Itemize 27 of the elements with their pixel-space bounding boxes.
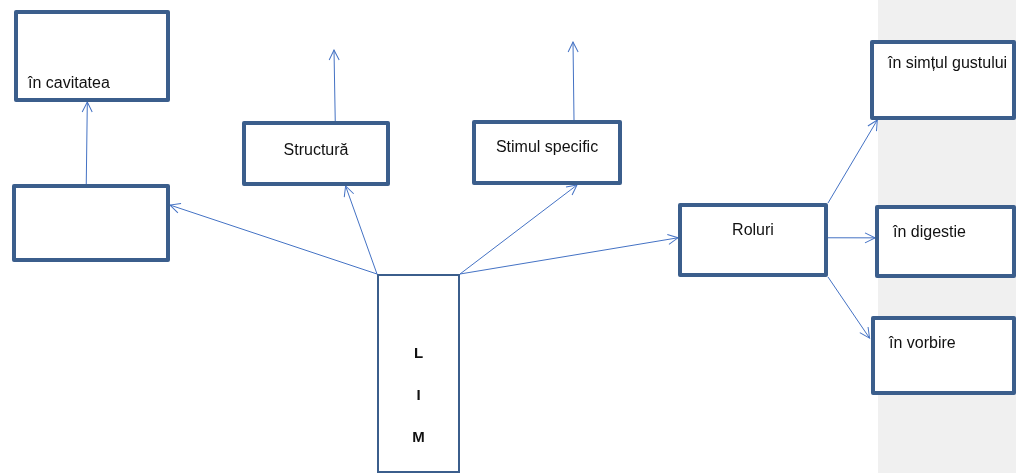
arrow — [328, 49, 340, 122]
box-text: Roluri — [731, 220, 775, 240]
process-box — [14, 10, 170, 102]
box-text: în simțul gustului — [888, 53, 1008, 73]
box-text: Structură — [282, 140, 350, 160]
box-text: Stimul specific — [494, 137, 600, 157]
process-box — [472, 120, 622, 185]
arrow — [343, 185, 378, 275]
arrow — [567, 41, 579, 121]
process-box — [871, 316, 1016, 395]
box-text: L I M — [411, 343, 426, 447]
arrow — [81, 101, 93, 185]
arrow — [827, 276, 871, 339]
process-box — [242, 121, 390, 186]
process-box — [377, 274, 460, 473]
arrow — [169, 203, 378, 275]
process-box — [870, 40, 1016, 120]
arrow — [827, 119, 878, 204]
process-box — [12, 184, 170, 262]
box-text: în digestie — [893, 222, 967, 242]
arrow — [459, 184, 578, 275]
arrow — [459, 234, 679, 275]
process-box — [678, 203, 828, 277]
arrow — [827, 232, 876, 244]
box-text: în cavitatea — [28, 73, 111, 93]
process-box — [875, 205, 1016, 278]
box-text: în vorbire — [889, 333, 957, 353]
